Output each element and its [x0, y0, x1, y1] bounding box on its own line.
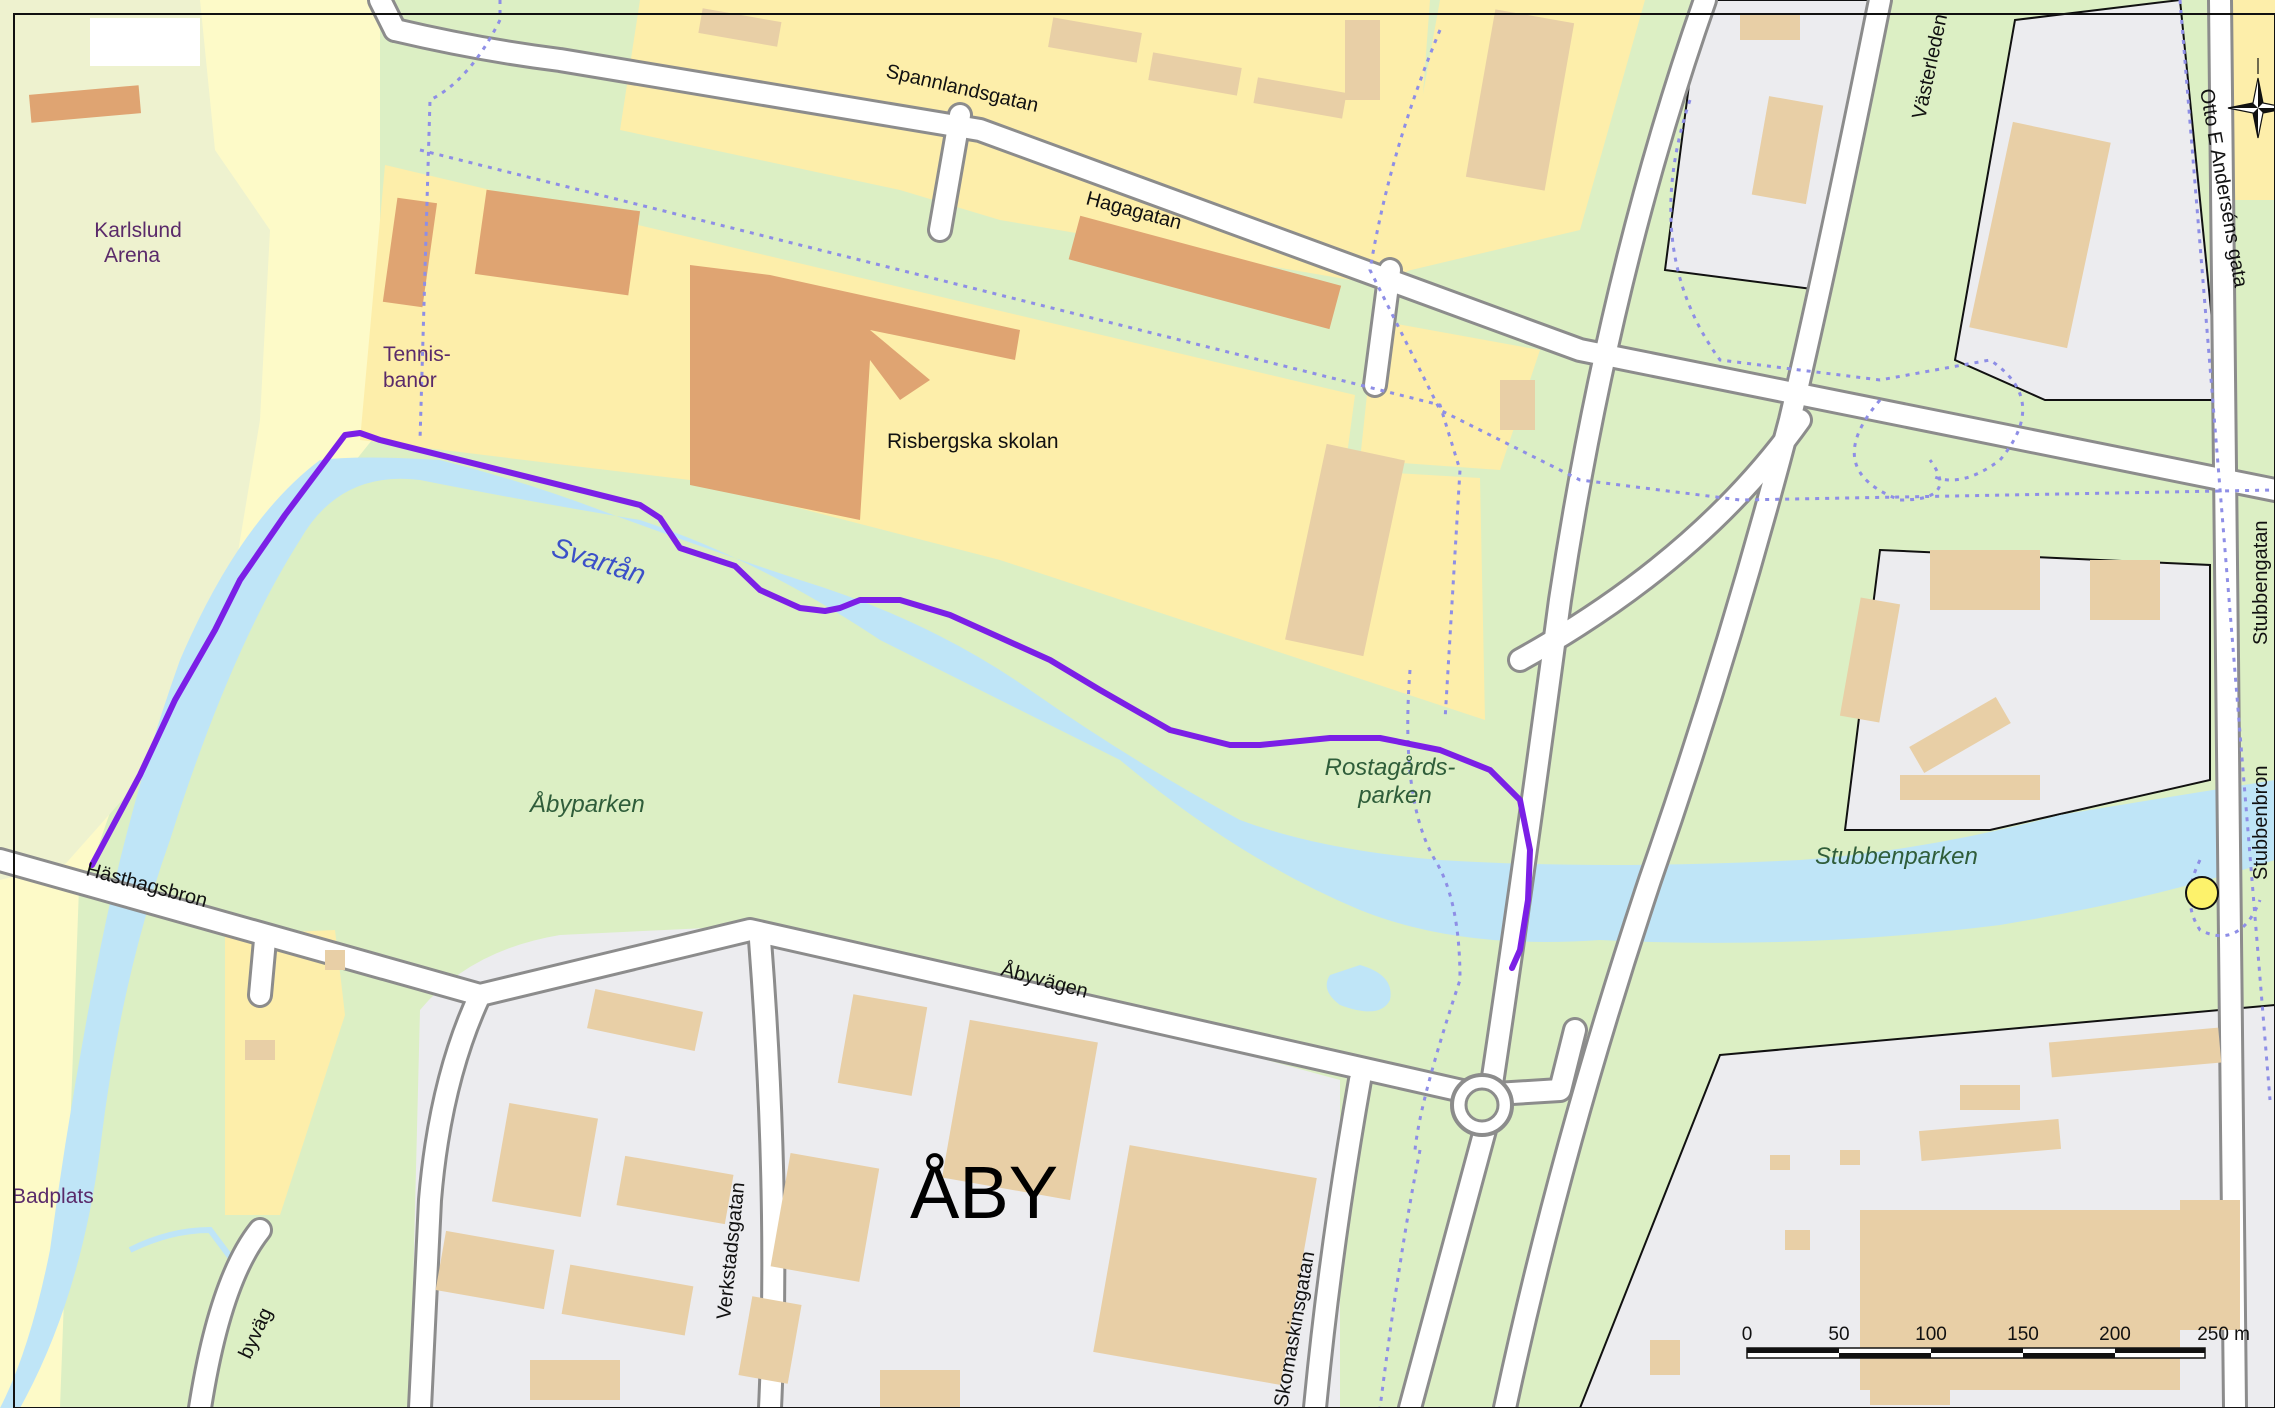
roundabout-center: [1464, 1087, 1500, 1123]
buildings-residential: [245, 8, 2240, 1408]
label-stubbenparken: Stubbenparken: [1815, 843, 1978, 870]
footpaths: [418, 0, 2275, 1408]
label-tennis-2: banor: [383, 369, 437, 392]
label-rostagards-1: Rostagårds-: [1325, 754, 1456, 781]
pond: [1326, 965, 1391, 1012]
river-svartan: [0, 457, 2275, 1408]
label-arena: Arena: [104, 244, 160, 267]
scale-tick-200: 200: [2099, 1324, 2131, 1345]
label-badplats: Badplats: [12, 1185, 94, 1208]
scale-bar: 0 50 100 150 200 250 m: [1742, 1324, 2250, 1359]
label-district: ÅBY: [910, 1151, 1058, 1234]
compass-rose-icon: [2227, 58, 2275, 139]
area-arena: [0, 0, 270, 880]
map-frame: [13, 13, 2275, 1408]
label-abyparken: Åbyparken: [528, 790, 645, 818]
residential-small: [1360, 320, 1540, 470]
scale-tick-150: 150: [2007, 1324, 2039, 1345]
label-karlslund: Karlslund: [94, 219, 182, 242]
street-stubbenbron: Stubbenbron: [2250, 765, 2272, 880]
white-patch: [90, 18, 200, 66]
scale-tick-250: 250 m: [2197, 1324, 2250, 1345]
label-school: Risbergska skolan: [887, 430, 1059, 453]
circle-marker-icon[interactable]: [2185, 876, 2219, 910]
scale-tick-50: 50: [1828, 1324, 1849, 1345]
buildings-school: [28, 85, 1342, 520]
label-tennis-1: Tennis-: [383, 343, 451, 366]
stream: [128, 1226, 243, 1272]
street-stubbengatan: Stubbengatan: [2250, 520, 2272, 645]
scale-tick-100: 100: [1915, 1324, 1947, 1345]
school-area: [360, 165, 1485, 720]
label-rostagards-2: parken: [1357, 782, 1431, 809]
school-building: [690, 265, 1020, 520]
scale-tick-0: 0: [1742, 1324, 1753, 1345]
route-line: [89, 430, 1533, 971]
